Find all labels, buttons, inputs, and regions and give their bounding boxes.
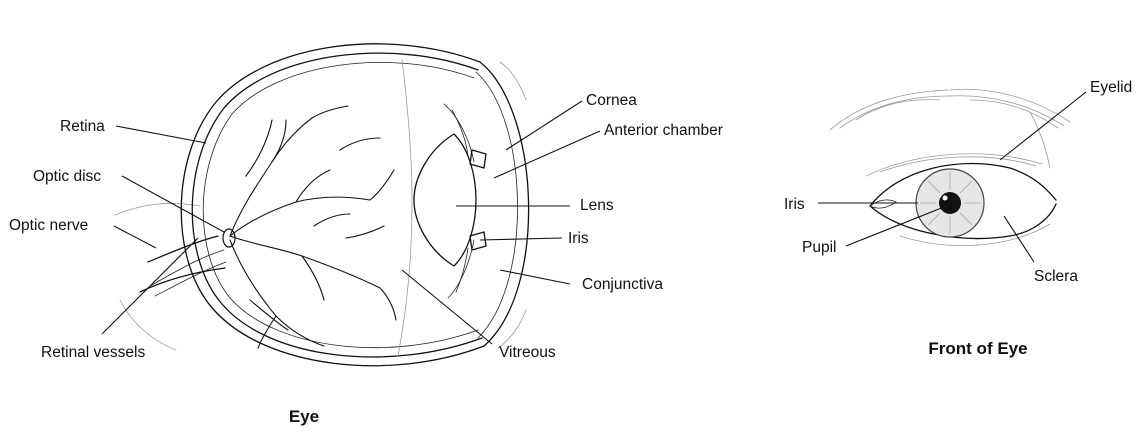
label-anterior-chamber: Anterior chamber — [604, 122, 723, 139]
leader-eyelid — [1000, 92, 1086, 160]
label-eyelid: Eyelid — [1090, 79, 1132, 96]
eye-cross-section-diagram: Retina Optic disc Optic nerve Retinal ve… — [9, 44, 723, 426]
iris-shape — [470, 150, 486, 168]
cornea-outline — [480, 62, 529, 346]
eyebrow — [830, 89, 1070, 168]
conjunctiva-fold — [498, 310, 526, 348]
ciliary-body — [448, 240, 474, 298]
leader-conjunctiva — [500, 270, 570, 284]
sclera-outer — [181, 44, 484, 366]
leader-sclera — [1004, 216, 1034, 262]
label-optic-nerve: Optic nerve — [9, 217, 88, 234]
leader-iris — [480, 238, 562, 240]
eye-front-view-diagram: Eyelid Iris Pupil Sclera Front of Eye — [784, 79, 1132, 358]
caption-front-of-eye: Front of Eye — [928, 339, 1027, 358]
leader-retinal-vessels — [102, 238, 198, 334]
pupil-disc — [939, 192, 961, 214]
optic-nerve-sheath — [140, 268, 225, 292]
retinal-vessel-network — [230, 106, 396, 348]
label-pupil: Pupil — [802, 239, 836, 256]
conjunctiva-fold — [500, 62, 526, 100]
vitreous-boundary — [398, 60, 412, 356]
ciliary-body — [452, 110, 468, 156]
leader-vitreous — [402, 270, 492, 344]
label-sclera: Sclera — [1034, 268, 1078, 285]
optic-disc-shape — [223, 229, 235, 247]
caption-eye: Eye — [289, 407, 319, 426]
label-optic-disc: Optic disc — [33, 168, 101, 185]
label-cornea: Cornea — [586, 92, 637, 109]
label-front-iris: Iris — [784, 196, 805, 213]
label-retinal-vessels: Retinal vessels — [41, 344, 145, 361]
leader-retina — [116, 126, 206, 143]
ciliary-body — [444, 104, 474, 162]
label-vitreous: Vitreous — [499, 344, 556, 361]
sclera-inner — [192, 53, 482, 357]
label-retina: Retina — [60, 118, 105, 135]
label-iris: Iris — [568, 230, 589, 247]
label-lens: Lens — [580, 197, 614, 214]
cornea-inner — [476, 72, 518, 338]
leader-optic-nerve — [114, 226, 156, 248]
leader-optic-disc — [122, 176, 224, 232]
orbital-tissue — [115, 203, 200, 215]
pupil-highlight — [943, 196, 948, 201]
lower-lid-shading — [900, 224, 1050, 246]
lens-shape — [414, 134, 476, 266]
label-conjunctiva: Conjunctiva — [582, 276, 663, 293]
